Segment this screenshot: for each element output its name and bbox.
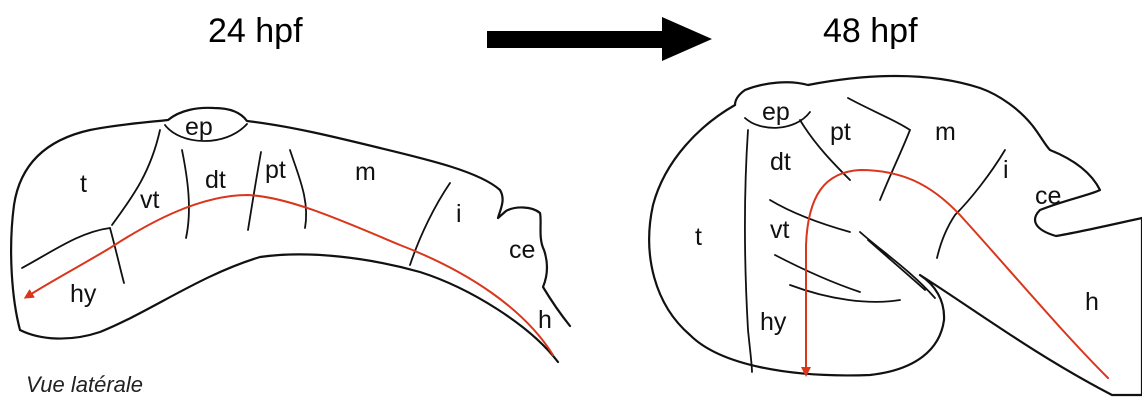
boundary-pt-m <box>847 97 912 201</box>
label-48-i: i <box>1003 156 1009 184</box>
label-24-vt: vt <box>140 186 160 214</box>
label-48-dt: dt <box>770 148 791 176</box>
boundary-dt-pt <box>799 119 851 181</box>
stage-label-48hpf: 48 hpf <box>823 12 918 50</box>
boundary-vt-hy <box>109 227 125 284</box>
brain-24hpf-outline <box>10 106 572 364</box>
label-24-pt: pt <box>265 156 286 184</box>
brain-48hpf: ep pt m dt i ce t vt hy h <box>648 74 1142 397</box>
label-48-ep: ep <box>762 98 790 126</box>
boundary-vt-hy <box>774 254 861 293</box>
boundary-t-dt <box>744 129 753 373</box>
development-arrow <box>487 17 712 61</box>
label-48-ce: ce <box>1035 182 1061 210</box>
label-24-t: t <box>80 170 87 198</box>
epiphysis-outline-48 <box>744 111 811 129</box>
label-24-hy: hy <box>70 280 97 308</box>
label-48-pt: pt <box>830 118 851 146</box>
label-48-m: m <box>935 118 956 146</box>
label-48-hy: hy <box>760 308 787 336</box>
label-48-vt: vt <box>770 216 790 244</box>
label-24-dt: dt <box>205 166 226 194</box>
brain-axis-48hpf <box>801 169 1109 379</box>
brain-axis-24hpf <box>23 194 554 356</box>
boundary-dt-vt <box>769 199 851 233</box>
label-24-m: m <box>355 158 376 186</box>
label-24-ep: ep <box>185 113 213 141</box>
brain-24hpf: ep t vt dt pt m i ce hy h <box>10 106 572 364</box>
boundary-vt-dt <box>181 149 190 239</box>
boundary-m-i <box>409 182 451 266</box>
brain-48hpf-outline <box>648 74 1142 397</box>
label-24-ce: ce <box>509 236 535 264</box>
label-24-i: i <box>456 200 462 228</box>
label-48-t: t <box>695 223 702 251</box>
label-48-h: h <box>1085 288 1099 316</box>
boundary-basal <box>21 227 111 269</box>
boundary-hy-lower <box>789 284 901 303</box>
boundary-pt-m <box>289 149 308 229</box>
boundary-t-vt <box>111 129 161 226</box>
label-24-h: h <box>538 306 552 334</box>
stage-label-24hpf: 24 hpf <box>208 12 303 50</box>
epiphysis-outline <box>164 123 248 142</box>
boundary-dt-pt <box>247 151 262 231</box>
ventricle-slit <box>859 231 936 299</box>
view-caption: Vue latérale <box>26 372 143 397</box>
boundary-m-i <box>936 149 1006 259</box>
